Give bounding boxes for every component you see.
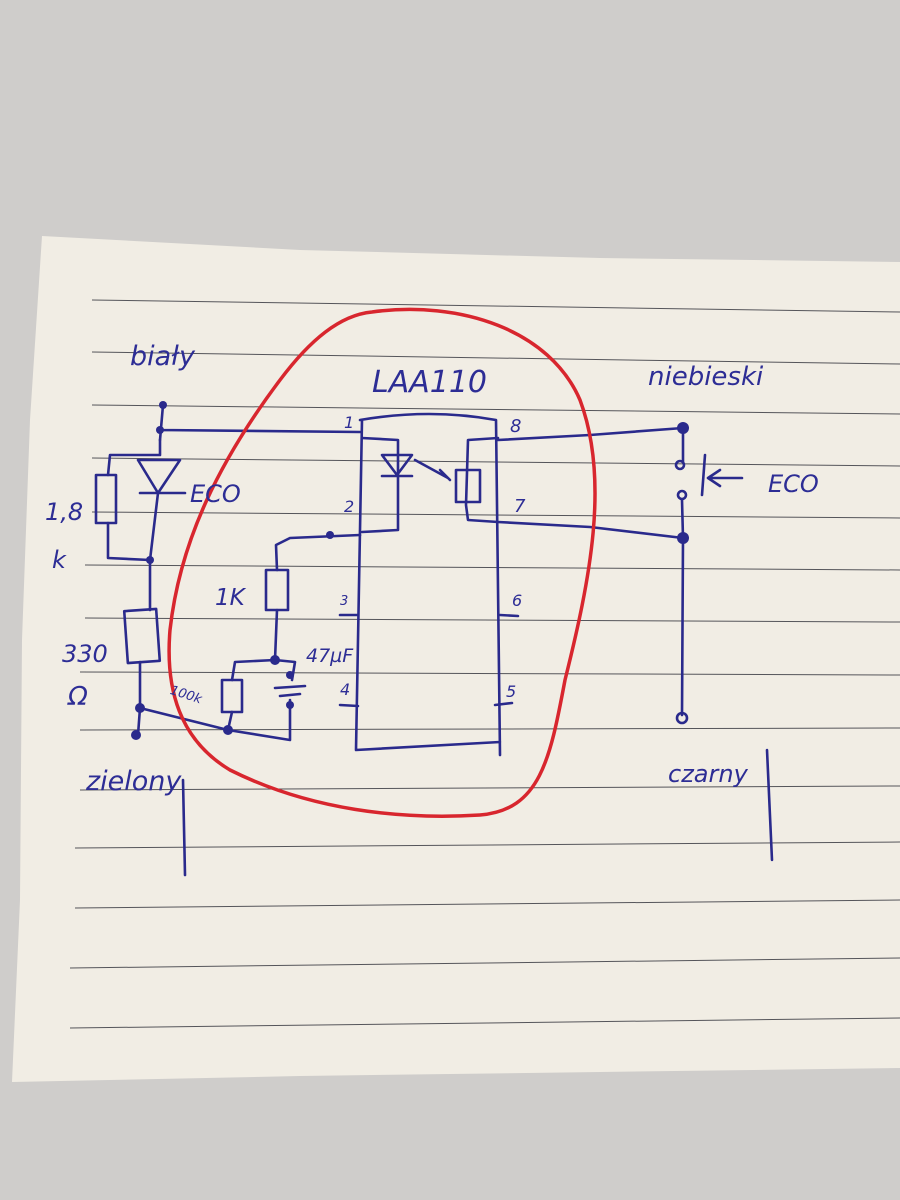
switch-actuator	[700, 453, 744, 497]
label-r1-value: 1,8	[45, 498, 83, 526]
pin-3: 3	[340, 594, 348, 609]
pin-2: 2	[344, 497, 354, 516]
label-laa110: LAA110	[372, 365, 487, 400]
label-r1-unit: k	[52, 546, 67, 574]
label-r3: 1K	[215, 585, 247, 611]
chip-pins: 1 2 3 4 5 6 7 8	[340, 413, 526, 701]
label-niebieski: niebieski	[648, 362, 764, 392]
label-zielony: zielony	[85, 766, 182, 797]
led-eco	[136, 458, 187, 495]
pin-7: 7	[514, 496, 526, 517]
pin-4: 4	[340, 680, 350, 699]
capacitor-47uf	[273, 684, 307, 698]
pin-8: 8	[510, 416, 521, 437]
label-r2-value: 330	[62, 640, 108, 668]
chip-led	[380, 453, 414, 478]
light-arrow	[413, 458, 452, 482]
red-marker-loop	[167, 307, 597, 818]
label-czarny: czarny	[668, 760, 749, 788]
pin-6: 6	[512, 591, 522, 610]
output-switch	[496, 422, 774, 862]
paper-rules	[69, 299, 900, 1029]
laa110-chip	[338, 412, 520, 757]
resistor-330	[122, 607, 162, 665]
label-r2-unit: Ω	[67, 682, 88, 712]
pin-1: 1	[344, 413, 354, 432]
label-eco-switch: ECO	[768, 470, 819, 498]
pin-5: 5	[506, 682, 516, 701]
chip-mosfet	[454, 436, 500, 524]
input-network	[94, 401, 362, 742]
resistor-1k8	[94, 473, 118, 525]
label-cap: 47µF	[306, 645, 354, 667]
label-eco-led: ECO	[190, 480, 241, 508]
label-bialy: biały	[130, 341, 196, 372]
